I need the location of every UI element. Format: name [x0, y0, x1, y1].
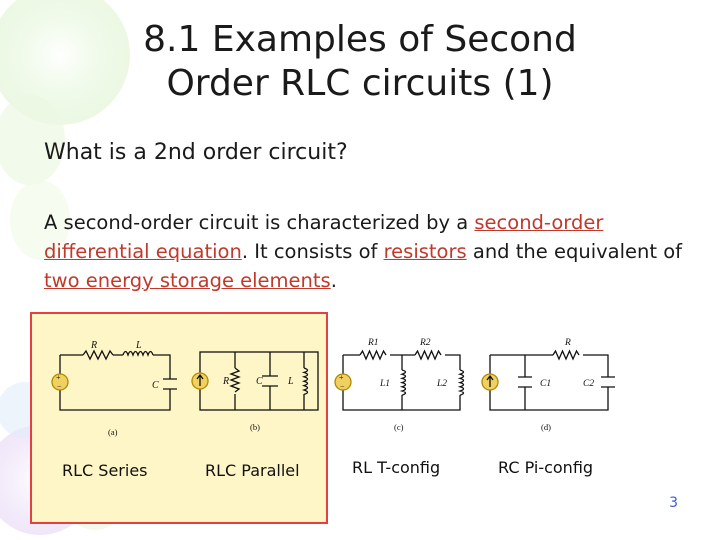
para-text-1: A second-order circuit is characterized …	[44, 211, 475, 234]
capacitor-c-a	[163, 378, 177, 390]
inductor-l-b	[301, 367, 309, 396]
svg-text:R: R	[90, 340, 97, 351]
svg-text:−: −	[57, 382, 62, 391]
title-line-2: Order RLC circuits (1)	[166, 63, 554, 104]
circuit-a-rlc-series: + − R L C (a)	[51, 340, 177, 437]
definition-paragraph: A second-order circuit is characterized …	[44, 208, 704, 295]
highlight-box	[30, 312, 328, 524]
svg-text:L2: L2	[436, 379, 447, 389]
capacitor-c1-d	[518, 376, 532, 388]
svg-text:(d): (d)	[541, 422, 551, 432]
svg-text:+: +	[56, 373, 61, 382]
svg-text:−: −	[340, 382, 345, 391]
svg-text:L: L	[287, 376, 294, 387]
resistor-r2-c	[414, 349, 442, 361]
resistor-r1-c	[359, 349, 387, 361]
link-second-order-equation[interactable]: second-order differential equation	[44, 211, 604, 263]
svg-text:C: C	[256, 376, 263, 387]
title-line-1: 8.1 Examples of Second	[143, 19, 577, 60]
svg-text:(a): (a)	[108, 427, 118, 437]
inductor-l1-c	[399, 369, 407, 396]
svg-text:R2: R2	[419, 338, 431, 348]
para-text-2: . It consists of	[241, 240, 384, 263]
link-energy-storage-elements[interactable]: two energy storage elements	[44, 269, 331, 292]
svg-text:L: L	[135, 340, 142, 351]
circuit-b-rlc-parallel: R C L (b)	[191, 351, 319, 432]
svg-text:(c): (c)	[394, 422, 404, 432]
caption-rlc-series: RLC Series	[62, 461, 148, 480]
page-number: 3	[669, 495, 678, 511]
resistor-r-d	[552, 349, 580, 361]
inductor-l-a	[122, 350, 154, 357]
inductor-l2-c	[457, 369, 465, 396]
svg-text:C1: C1	[540, 379, 551, 389]
svg-text:C: C	[152, 380, 159, 391]
svg-text:C2: C2	[583, 379, 594, 389]
circuit-d-rc-pi-config: R C1 C2 (d)	[481, 338, 615, 432]
source-icon-a	[51, 373, 69, 391]
capacitor-c-b	[262, 375, 278, 387]
resistor-r-a	[82, 349, 114, 361]
svg-text:R1: R1	[367, 338, 379, 348]
circuit-c-rl-t-config: + − R1 R2 L1 L2 (c)	[334, 338, 465, 432]
svg-text:R: R	[564, 338, 571, 348]
svg-text:R: R	[222, 376, 229, 387]
svg-text:+: +	[339, 373, 344, 382]
para-text-3: and the equivalent of	[466, 240, 683, 263]
svg-text:(b): (b)	[250, 422, 260, 432]
link-resistors[interactable]: resistors	[383, 240, 467, 263]
resistor-r-b	[229, 367, 241, 393]
caption-rl-t-config: RL T-config	[352, 458, 441, 477]
source-icon-c	[334, 373, 352, 391]
caption-rlc-parallel: RLC Parallel	[205, 461, 300, 480]
question-heading: What is a 2nd order circuit?	[44, 140, 348, 165]
slide-title: 8.1 Examples of Second Order RLC circuit…	[80, 18, 640, 106]
caption-rc-pi-config: RC Pi-config	[498, 458, 594, 477]
capacitor-c2-d	[601, 376, 615, 388]
svg-text:L1: L1	[379, 379, 390, 389]
para-text-4: .	[330, 269, 337, 292]
